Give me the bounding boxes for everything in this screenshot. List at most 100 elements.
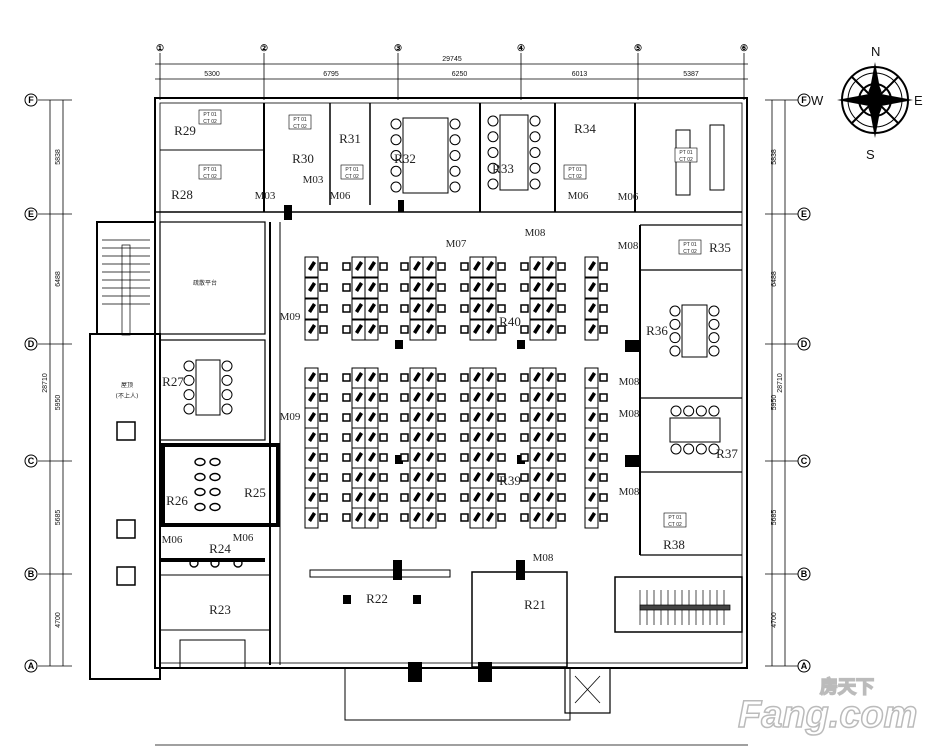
workstation — [460, 387, 506, 409]
workstation — [584, 387, 608, 409]
column-axis-label: ① — [156, 43, 164, 53]
door-label: M08 — [618, 240, 639, 252]
room-label: R29 — [174, 123, 196, 138]
room-label: R38 — [663, 537, 685, 552]
workstation — [520, 467, 566, 489]
door-label: M08 — [525, 227, 546, 239]
door-label: M06 — [233, 532, 254, 544]
workstation — [584, 319, 608, 341]
column-span-label: 6795 — [323, 71, 339, 78]
room-label: R35 — [709, 240, 731, 255]
workstation — [460, 407, 506, 429]
workstation — [584, 427, 608, 449]
toilet-fixtures — [189, 457, 243, 568]
door-label: M08 — [619, 408, 640, 420]
workstation — [460, 487, 506, 509]
workstation — [304, 407, 328, 429]
pt-tag: PT 01 — [203, 167, 216, 173]
door-label: M06 — [618, 191, 639, 203]
workstation — [342, 387, 388, 409]
room-label: R21 — [524, 597, 546, 612]
row-span-label: 5838 — [771, 149, 778, 165]
row-axis-label: A — [801, 661, 808, 671]
watermark-brand: Fang.com — [738, 694, 917, 736]
room-label: R31 — [339, 131, 361, 146]
door-label: M07 — [446, 238, 467, 250]
structural-columns — [284, 200, 640, 682]
ct-tag: CT 02 — [668, 522, 682, 528]
room-label: R34 — [574, 121, 596, 136]
workstation — [342, 298, 388, 320]
workstation — [584, 256, 608, 278]
workstation — [342, 367, 388, 389]
row-axis-label: F — [801, 95, 807, 105]
workstation — [342, 256, 388, 278]
workstation — [520, 256, 566, 278]
workstation — [400, 507, 446, 529]
workstation — [520, 298, 566, 320]
workstation — [342, 447, 388, 469]
workstation — [520, 407, 566, 429]
workstation — [584, 407, 608, 429]
row-span-label: 5685 — [55, 510, 62, 526]
room-label: R27 — [162, 374, 184, 389]
workstation — [304, 427, 328, 449]
pt-tag: PT 01 — [203, 112, 216, 118]
workstation — [584, 507, 608, 529]
workstation — [584, 487, 608, 509]
compass-north: N — [871, 44, 880, 59]
row-axis-label: A — [28, 661, 35, 671]
evac-platform-label: 疏散平台 — [193, 279, 217, 287]
row-axis-label: E — [28, 209, 34, 219]
column-axis-label: ⑤ — [634, 43, 642, 53]
ct-tag: CT 02 — [203, 119, 217, 125]
room-label: R37 — [716, 446, 738, 461]
row-span-label: 4700 — [771, 612, 778, 628]
row-axis-label: C — [801, 456, 808, 466]
door-label: M08 — [533, 552, 554, 564]
column-span-label: 6013 — [572, 71, 588, 78]
room-label: R32 — [394, 151, 416, 166]
workstation — [460, 447, 506, 469]
workstation — [520, 447, 566, 469]
total-height-label-right: 28710 — [777, 373, 784, 393]
workstation — [460, 467, 506, 489]
door-label: M09 — [280, 411, 301, 423]
total-width-label: 29745 — [442, 56, 462, 63]
workstation — [400, 447, 446, 469]
row-span-label: 5838 — [55, 149, 62, 165]
compass-east: E — [914, 93, 923, 108]
stairs — [102, 239, 731, 625]
workstation — [400, 319, 446, 341]
pt-tag: PT 01 — [568, 167, 581, 173]
column-span-label: 5300 — [204, 71, 220, 78]
pt-tag: PT 01 — [668, 515, 681, 521]
row-span-label: 4700 — [55, 612, 62, 628]
ct-tag: CT 02 — [568, 174, 582, 180]
workstation — [304, 298, 328, 320]
door-label: M03 — [303, 174, 324, 186]
room-label: R24 — [209, 541, 231, 556]
workstation — [304, 487, 328, 509]
workstation — [304, 277, 328, 299]
door-label: M08 — [619, 376, 640, 388]
compass-rose-icon — [837, 62, 913, 138]
meeting-tables — [183, 114, 725, 455]
top-dimensions — [155, 63, 748, 80]
room-label: R40 — [499, 314, 521, 329]
room-label: R28 — [171, 187, 193, 202]
workstation — [342, 507, 388, 529]
row-span-label: 5950 — [55, 395, 62, 411]
workstation — [304, 256, 328, 278]
workstation — [460, 298, 506, 320]
room-label: R36 — [646, 323, 668, 338]
workstation — [400, 298, 446, 320]
row-axis-label: B — [28, 569, 35, 579]
workstation — [400, 277, 446, 299]
side-dimensions — [49, 100, 786, 666]
watermark-cn: 房天下 — [820, 676, 874, 697]
workstation — [400, 427, 446, 449]
workstation — [400, 467, 446, 489]
room-label: R23 — [209, 602, 231, 617]
ct-tag: CT 02 — [293, 124, 307, 130]
